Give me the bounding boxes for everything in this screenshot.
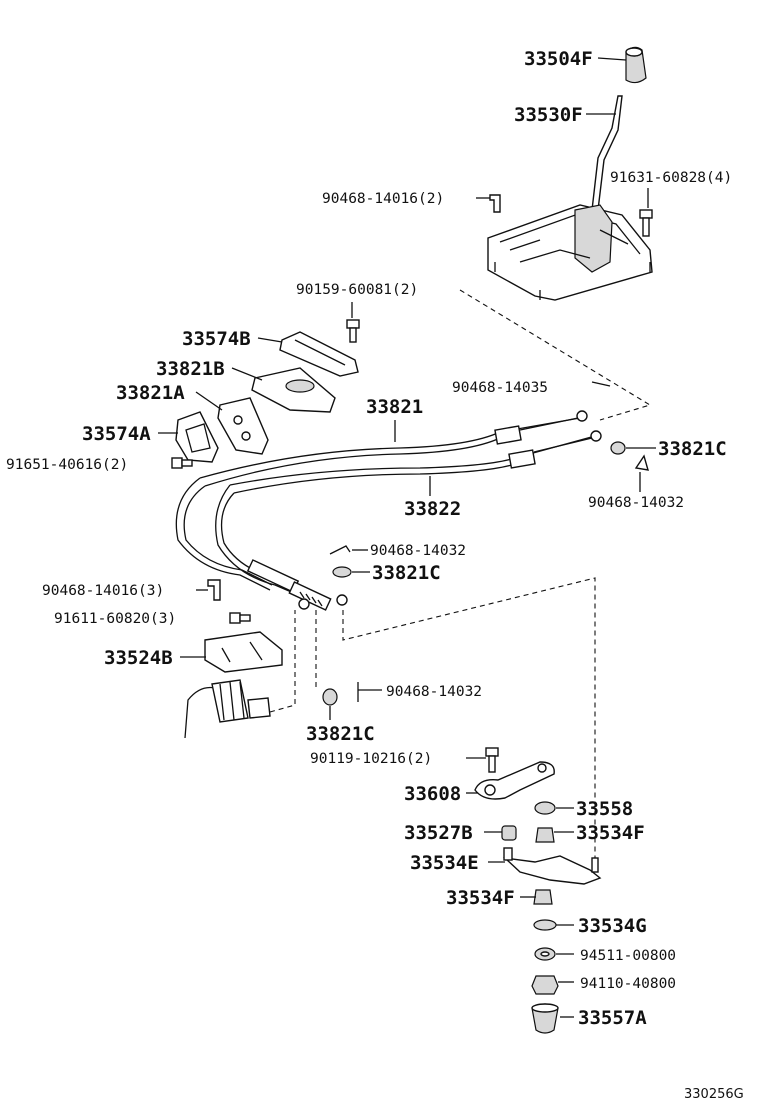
label-bushing-a: 33558 bbox=[576, 798, 633, 820]
label-clip-bracket: 90468-14016(3) bbox=[42, 583, 164, 599]
clip-icon bbox=[357, 682, 382, 702]
boot-icon bbox=[531, 1003, 559, 1034]
bushing-icon bbox=[533, 889, 553, 905]
bushing-icon bbox=[534, 801, 556, 815]
clip-icon bbox=[591, 381, 611, 387]
diagram-code: 330256G bbox=[684, 1087, 744, 1102]
bolt-icon bbox=[639, 209, 653, 237]
label-bolt-arm: 90119-10216(2) bbox=[310, 751, 432, 767]
clip-icon bbox=[329, 545, 351, 555]
label-lever-lower: 33534E bbox=[410, 852, 479, 874]
clip-icon bbox=[489, 194, 501, 213]
clip-icon bbox=[207, 579, 221, 601]
label-clip-washer-upper: 90468-14032 bbox=[588, 495, 684, 511]
label-cover-a: 33821A bbox=[116, 382, 185, 404]
label-arm: 33608 bbox=[404, 783, 461, 805]
bushing-icon bbox=[535, 827, 555, 843]
label-cable-shift: 33821 bbox=[366, 396, 423, 418]
gasket bbox=[217, 397, 269, 455]
label-boot: 33557A bbox=[578, 1007, 647, 1029]
label-washer-lower: 33821C bbox=[306, 723, 375, 745]
label-bracket: 33524B bbox=[104, 647, 173, 669]
cable-bracket bbox=[204, 631, 283, 673]
label-clip-mid: 90468-14032 bbox=[370, 543, 466, 559]
cable-end bbox=[246, 559, 348, 611]
washer-icon bbox=[610, 441, 626, 455]
label-washer-g: 33534G bbox=[578, 915, 647, 937]
retainer-bracket bbox=[175, 411, 219, 463]
shift-arm bbox=[474, 761, 555, 800]
label-cover-b: 33821B bbox=[156, 358, 225, 380]
label-nut-washer: 94511-00800 bbox=[580, 948, 676, 964]
washer-icon bbox=[534, 947, 556, 961]
label-washer-mid: 33821C bbox=[372, 562, 441, 584]
retainer-plate bbox=[279, 331, 359, 377]
label-lever: 33530F bbox=[514, 104, 583, 126]
label-clip-lower: 90468-14032 bbox=[386, 684, 482, 700]
bolt-icon bbox=[171, 457, 193, 469]
label-bolt-plate: 90159-60081(2) bbox=[296, 282, 418, 298]
label-bushing-c: 33534F bbox=[576, 822, 645, 844]
bushing-icon bbox=[501, 825, 517, 841]
label-retainer-b: 33574B bbox=[182, 328, 251, 350]
label-bushing-d: 33534F bbox=[446, 887, 515, 909]
shift-cable bbox=[175, 410, 588, 591]
label-retainer-a: 33574A bbox=[82, 423, 151, 445]
washer-icon bbox=[332, 566, 352, 578]
washer-icon bbox=[322, 688, 338, 706]
select-cable bbox=[215, 430, 602, 601]
label-cable-select: 33822 bbox=[404, 498, 461, 520]
label-nut: 94110-40800 bbox=[580, 976, 676, 992]
washer-icon bbox=[533, 919, 557, 931]
nut-icon bbox=[531, 975, 559, 995]
bolt-icon bbox=[485, 747, 499, 773]
shift-lever bbox=[591, 95, 623, 211]
label-bolt-bracket: 91611-60820(3) bbox=[54, 611, 176, 627]
bolt-icon bbox=[229, 612, 251, 624]
shifter-base bbox=[487, 204, 653, 301]
select-lever bbox=[502, 847, 602, 885]
label-clip-top: 90468-14016(2) bbox=[322, 191, 444, 207]
label-bushing-b: 33527B bbox=[404, 822, 473, 844]
transmission-housing bbox=[184, 679, 271, 739]
cable-cover bbox=[251, 367, 336, 413]
label-knob: 33504F bbox=[524, 48, 593, 70]
label-washer-upper: 33821C bbox=[658, 438, 727, 460]
label-bolt-lever: 91631-60828(4) bbox=[610, 170, 732, 186]
shift-knob bbox=[625, 46, 647, 84]
bolt-icon bbox=[346, 319, 360, 343]
label-bolt-retainer: 91651-40616(2) bbox=[6, 457, 128, 473]
clip-icon bbox=[634, 454, 649, 471]
label-clip-upper: 90468-14035 bbox=[452, 380, 548, 396]
